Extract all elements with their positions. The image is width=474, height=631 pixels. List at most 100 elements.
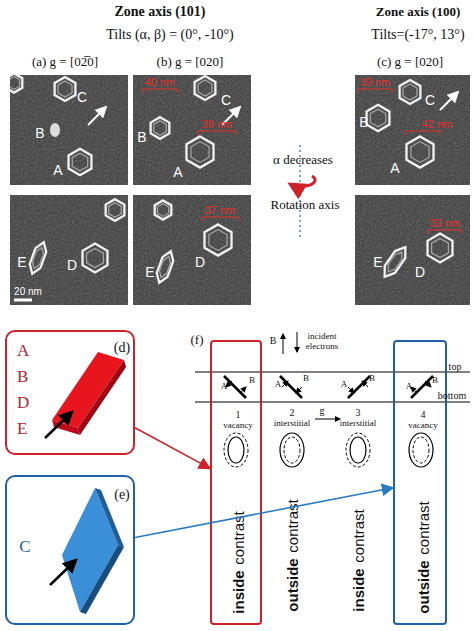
- illustration-part: [151, 117, 170, 139]
- figure-label: A: [53, 162, 62, 178]
- illustration-part: [355, 75, 470, 185]
- figure-label: A: [390, 160, 399, 176]
- figure-label: (a) g = [02̅0]: [32, 54, 98, 70]
- box-text: outside: [415, 560, 432, 613]
- illustration-part: [50, 560, 76, 585]
- illustration-part: [133, 75, 251, 185]
- figure-label: B: [369, 373, 375, 383]
- illustration-part: [10, 75, 128, 185]
- figure-label: B: [270, 335, 277, 346]
- micrograph: [355, 75, 470, 185]
- figure-label: D: [195, 254, 205, 270]
- micrograph: [133, 75, 251, 185]
- illustration-part: [425, 381, 431, 387]
- illustration-part: [80, 545, 124, 614]
- illustration-part: [204, 224, 231, 255]
- illustration-part: [380, 234, 453, 281]
- figure-label: B: [359, 114, 368, 130]
- box-text: 1: [236, 409, 241, 420]
- figure-label: Zone axis (100): [376, 4, 461, 20]
- illustration-part: [195, 372, 470, 373]
- figure-label: α decreases: [273, 152, 333, 168]
- loop-schematic: [195, 332, 470, 467]
- figure-label: 37 nm: [205, 204, 236, 216]
- plate-illustration: [45, 352, 126, 438]
- illustration-part: [355, 195, 470, 305]
- illustration-part: [27, 199, 124, 276]
- illustration-part: [228, 437, 244, 463]
- box-text: vacancy: [223, 420, 252, 430]
- illustration-part: [10, 195, 128, 305]
- micrograph: [133, 195, 251, 305]
- connector-arrow: [135, 428, 210, 469]
- figure-label: bottom: [438, 390, 466, 401]
- illustration-part: [284, 437, 300, 463]
- illustration-part: [27, 240, 49, 275]
- box-text: A: [406, 381, 413, 391]
- figure-label: interstitial: [340, 418, 377, 428]
- illustration-part: [348, 376, 370, 398]
- illustration-part: [195, 402, 470, 403]
- figure-label: C: [425, 92, 435, 108]
- illustration-part: [428, 230, 462, 234]
- box-text: A: [221, 381, 228, 391]
- illustration-part: [315, 419, 340, 420]
- illustration-part: [45, 412, 72, 438]
- illustration-part: [406, 136, 433, 167]
- outlined-box: AB4vacancyoutsidecontrast: [393, 340, 447, 625]
- illustration-part: [348, 376, 370, 398]
- illustration-part: [50, 123, 60, 137]
- illustration-part: [409, 433, 433, 467]
- box-text: B: [432, 375, 438, 385]
- illustration-part: [78, 360, 126, 435]
- outlined-box: (e)C: [5, 475, 135, 625]
- illustration-part: [346, 433, 370, 467]
- figure-label: top: [449, 361, 462, 372]
- illustration-part: [297, 332, 298, 352]
- figure-label: Tilts=(-17°, 13°): [371, 27, 464, 43]
- illustration-part: [83, 244, 108, 273]
- illustration-part: [88, 107, 106, 125]
- box-text: inside: [230, 570, 247, 613]
- illustration-part: [155, 200, 172, 219]
- illustration-part: [355, 195, 470, 305]
- figure-label: 39 nm: [360, 76, 391, 88]
- plate-illustration: [50, 488, 124, 614]
- box-text: contrast: [415, 501, 432, 554]
- illustration-part: [367, 105, 390, 131]
- illustration-part: [106, 199, 125, 221]
- illustration-part: [355, 75, 470, 185]
- figure-label: outside: [284, 558, 301, 611]
- illustration-part: [348, 387, 354, 393]
- illustration-part: [240, 387, 246, 393]
- illustration-part: [6, 73, 92, 175]
- illustration-part: [198, 131, 236, 135]
- figure-label: 33 nm: [430, 217, 461, 229]
- figure-label: Tilts (α, β) = (0°, -10°): [106, 27, 234, 43]
- box-text: A B D E: [17, 338, 31, 442]
- illustration-part: [133, 75, 251, 185]
- figure-label: C: [77, 89, 87, 105]
- figure-label: interstitial: [274, 418, 311, 428]
- micrograph: [355, 195, 470, 305]
- box-text: (d): [114, 340, 130, 356]
- illustration-part: [6, 73, 23, 92]
- outlined-box: (d) A B D E: [5, 330, 135, 455]
- illustration-part: [224, 376, 246, 398]
- figure-label: contrast: [284, 499, 301, 552]
- figure-label: 42 nm: [422, 118, 453, 130]
- figure-label: contrast: [350, 509, 367, 562]
- illustration-part: [358, 89, 392, 93]
- illustration-part: [62, 488, 118, 612]
- illustration-part: [380, 244, 411, 281]
- illustration-part: [280, 376, 302, 398]
- figure-label: incident electrons: [298, 331, 346, 351]
- figure-label: 20 nm: [14, 286, 42, 297]
- outlined-box: AB1vacancyinsidecontrast: [210, 340, 262, 625]
- illustration-part: [280, 376, 302, 398]
- illustration-part: [282, 381, 288, 387]
- figure-label: A: [275, 379, 282, 389]
- illustration-part: [224, 376, 246, 398]
- illustration-part: [411, 376, 433, 398]
